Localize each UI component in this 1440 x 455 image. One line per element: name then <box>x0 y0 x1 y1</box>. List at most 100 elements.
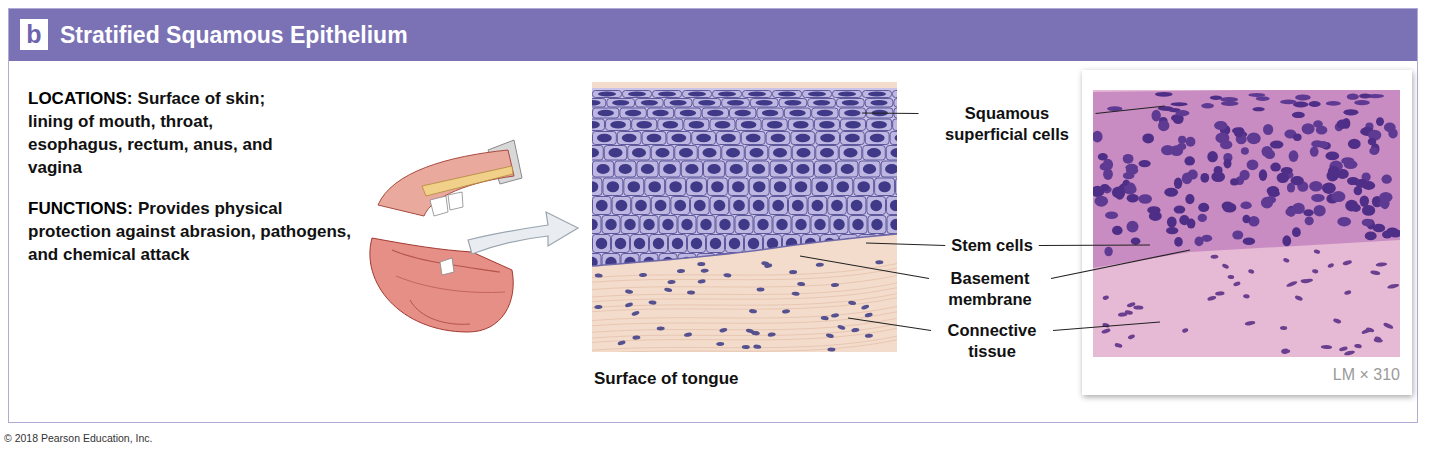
cell-nucleus <box>784 100 801 106</box>
cell-nucleus <box>870 134 885 142</box>
cell-nucleus <box>698 100 715 106</box>
cell-nucleus <box>878 181 891 192</box>
cell-nucleus <box>715 121 731 129</box>
cell <box>791 178 811 196</box>
cell <box>692 132 716 145</box>
fibroblast-nucleus <box>657 326 665 330</box>
nucleus <box>1174 178 1182 189</box>
cell-nucleus <box>680 110 696 117</box>
nucleus <box>1262 146 1273 157</box>
cell-nucleus <box>831 200 843 211</box>
cell-nucleus <box>592 219 598 230</box>
cell-nucleus <box>778 92 796 97</box>
nucleus <box>1223 203 1237 213</box>
nucleus <box>1295 94 1311 100</box>
fibre <box>592 328 897 342</box>
cell-nucleus <box>786 276 797 287</box>
cell-nucleus <box>786 238 797 249</box>
nucleus <box>1178 136 1186 144</box>
nucleus <box>1365 232 1377 241</box>
cell <box>865 99 893 108</box>
cell-nucleus <box>746 134 761 142</box>
cell <box>897 273 898 291</box>
nucleus <box>1214 166 1223 175</box>
label-holder: Basement membrane <box>935 268 1045 310</box>
cell <box>863 91 892 98</box>
cell <box>683 91 712 98</box>
cell-nucleus <box>652 110 668 117</box>
nucleus <box>1095 196 1109 207</box>
fibroblast-nucleus <box>827 347 835 351</box>
cell <box>593 161 614 177</box>
cell <box>707 273 725 291</box>
cell-nucleus <box>748 276 759 287</box>
cell <box>792 161 813 177</box>
nucleus <box>1167 217 1177 228</box>
nucleus <box>1201 235 1212 242</box>
cell-nucleus <box>622 134 637 142</box>
nucleus <box>1114 342 1123 348</box>
cell <box>669 235 687 253</box>
cell <box>789 197 808 215</box>
cell-nucleus <box>732 181 745 192</box>
cell <box>710 119 735 131</box>
label-holder: Connective tissue <box>937 320 1047 362</box>
cell <box>651 197 670 215</box>
nucleus <box>1147 206 1160 214</box>
cell-nucleus <box>710 238 721 249</box>
cell <box>816 146 839 161</box>
cell-nucleus <box>748 92 766 97</box>
nucleus <box>1322 183 1336 194</box>
nucleus <box>1124 310 1133 315</box>
cell-nucleus <box>895 134 897 142</box>
cell <box>606 119 631 131</box>
nucleus <box>1186 137 1196 147</box>
leader-line <box>862 112 919 114</box>
cell <box>868 216 886 234</box>
cell <box>604 146 627 161</box>
cell <box>766 132 790 145</box>
fibroblast-nucleus <box>746 328 755 334</box>
cell-nucleus <box>870 100 887 106</box>
cell-nucleus <box>774 164 787 174</box>
nucleus <box>1292 227 1301 237</box>
nucleus <box>1259 169 1267 181</box>
nucleus <box>1368 138 1376 145</box>
cell <box>612 197 631 215</box>
cell <box>837 161 858 177</box>
fibroblast-nucleus <box>701 268 709 273</box>
cell <box>675 146 698 161</box>
cell <box>749 197 768 215</box>
nucleus <box>1261 197 1273 209</box>
cell <box>754 254 772 272</box>
cell <box>808 197 827 215</box>
cell-nucleus <box>672 276 683 287</box>
cell-nucleus <box>729 238 740 249</box>
cell-nucleus <box>838 92 856 97</box>
nucleus <box>1126 302 1136 308</box>
cell-nucleus <box>762 110 778 117</box>
cell <box>840 119 865 131</box>
cell <box>812 178 832 196</box>
fibroblast-nucleus <box>837 324 846 330</box>
cell-nucleus <box>624 219 635 230</box>
cell-nucleus <box>663 164 676 174</box>
nucleus <box>1248 269 1255 275</box>
cell <box>811 254 829 272</box>
fibroblast-nucleus <box>864 312 873 318</box>
nucleus <box>1293 134 1302 141</box>
cell <box>779 99 807 108</box>
cell-nucleus <box>662 219 673 230</box>
cell <box>636 99 664 108</box>
cell-nucleus <box>773 148 787 157</box>
cell-nucleus <box>671 134 686 142</box>
cell <box>647 108 673 118</box>
cell-nucleus <box>707 110 723 117</box>
nucleus <box>1382 175 1392 184</box>
cell <box>678 216 696 234</box>
cell <box>632 119 657 131</box>
cell-nucleus <box>748 238 759 249</box>
cell-nucleus <box>598 92 616 97</box>
fibroblast-nucleus <box>697 262 705 266</box>
cell-nucleus <box>655 200 667 211</box>
